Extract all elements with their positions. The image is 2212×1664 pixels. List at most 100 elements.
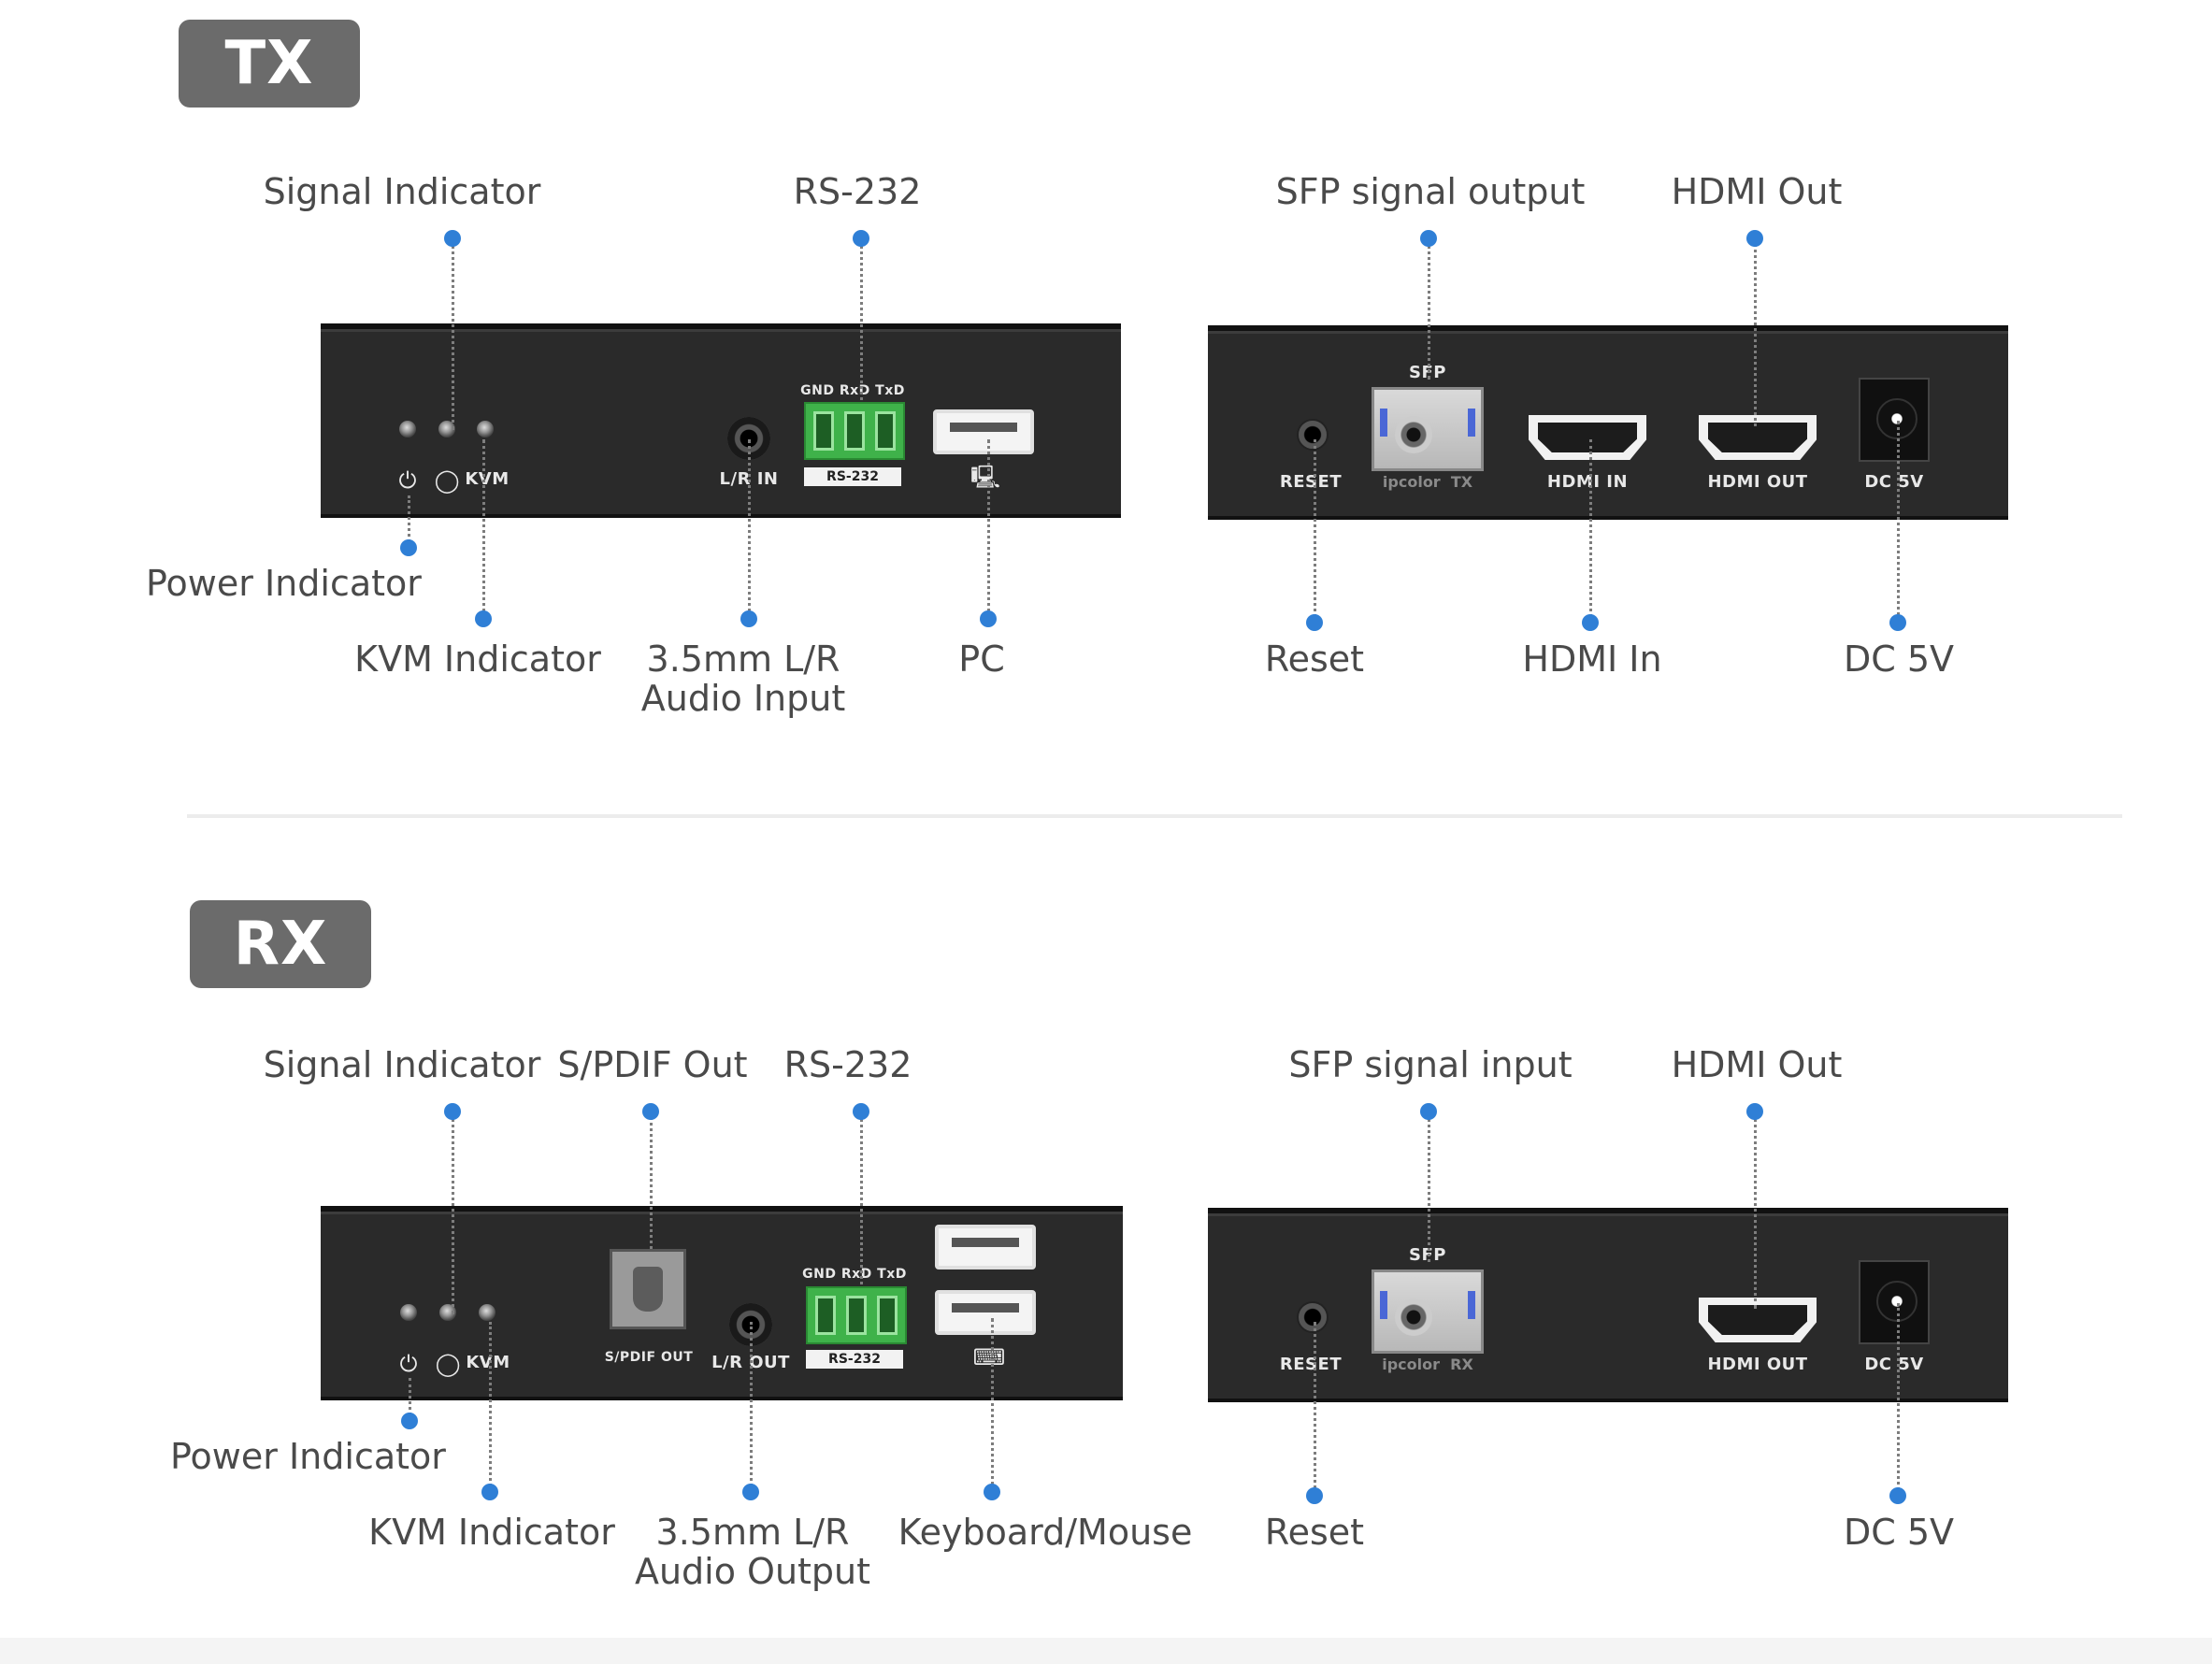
section-divider [187,814,2122,818]
tx-signal-indicator-label: Signal Indicator [263,171,541,212]
rx-hdmi-out-port [1699,1298,1817,1342]
tx-hdmi-in-callout: HDMI In [1522,638,1662,680]
tx-kvm-indicator-label: KVM Indicator [354,638,601,680]
rx-sfp-leader [1428,1112,1430,1262]
tx-rs232-plate: RS-232 [804,467,901,486]
rx-spdif-callout: S/PDIF Out [557,1044,748,1085]
power-icon: ⏻ [398,467,417,494]
signal-icon: ◯ [435,1351,461,1377]
keyboard-mouse-icon: ⌨ [972,1344,1006,1370]
rx-lr-out-label: L/R OUT [711,1353,790,1372]
rx-hdmi-out-dot [1746,1103,1763,1120]
tx-pc-dot [980,610,997,627]
pc-icon: 🖳 [970,464,1001,491]
rx-kvm-leader [489,1322,492,1492]
tx-reset-callout: Reset [1264,638,1365,680]
tx-kvm-label: KVM [465,469,510,489]
rx-dc5v-label: DC 5V [1864,1355,1924,1374]
tx-sfp-module-text: ipcolor TX [1382,473,1473,491]
rx-dc-dot [1889,1487,1906,1504]
rx-dc-leader [1897,1303,1900,1496]
rx-rs232-plate: RS-232 [806,1350,903,1369]
rx-spdif-label: S/PDIF OUT [604,1350,694,1365]
tx-sfp-module [1372,387,1484,471]
tx-power-indicator-label: Power Indicator [146,563,422,604]
tx-hdmi-in-leader [1589,439,1592,623]
tx-rs232-pin-labels: GND RxD TxD [800,383,905,398]
tx-hdmi-out-port [1699,415,1817,460]
rx-dc-socket [1859,1260,1930,1344]
rx-reset-callout: Reset [1264,1512,1365,1553]
tx-reset-button [1297,419,1329,451]
tx-kvm-led [477,421,494,438]
power-icon: ⏻ [399,1351,418,1377]
rx-sfp-dot [1420,1103,1437,1120]
rx-power-indicator-label: Power Indicator [170,1436,446,1477]
rx-power-led [400,1304,417,1321]
tx-usb-port [933,409,1034,454]
rx-kvm-dot [481,1484,498,1500]
rx-reset-dot [1306,1487,1323,1504]
tx-dc-dot [1889,614,1906,631]
rx-usb-port-2 [935,1290,1036,1335]
tx-signal-leader [452,239,454,430]
tx-lr-in-label: L/R IN [719,469,779,489]
rx-sfp-label: SFP [1409,1245,1446,1265]
rx-rs232-pin-labels: GND RxD TxD [802,1267,907,1282]
rx-rs232-callout: RS-232 [783,1044,912,1085]
tx-power-leader [408,495,410,548]
tx-rs232-dot [853,230,869,247]
tx-reset-label: RESET [1279,472,1343,492]
rx-hdmi-out-leader [1754,1112,1757,1309]
tx-hdmi-in-dot [1582,614,1599,631]
tx-hdmi-in-label: HDMI IN [1546,472,1629,492]
tx-rs232-leader [860,239,863,400]
rx-reset-label: RESET [1279,1355,1343,1374]
tx-sfp-label: SFP [1409,363,1446,382]
tx-pc-leader [987,439,990,619]
tx-audio-dot [740,610,757,627]
rx-spdif-dot [642,1103,659,1120]
rx-signal-leader [452,1112,454,1314]
rx-signal-dot [444,1103,461,1120]
signal-icon: ◯ [434,467,460,494]
rx-dc5v-callout: DC 5V [1843,1512,1955,1553]
tx-power-dot [400,539,417,556]
rx-sfp-input-label: SFP signal input [1288,1044,1573,1085]
rx-rs232-dot [853,1103,869,1120]
tx-badge: TX [179,20,360,108]
rx-kbm-leader [991,1318,994,1492]
rx-badge: RX [190,900,371,988]
tx-pc-label: PC [958,638,1005,680]
rx-kbm-dot [984,1484,1000,1500]
tx-kvm-dot [475,610,492,627]
rx-kvm-led [479,1304,496,1321]
tx-reset-dot [1306,614,1323,631]
rx-spdif-port [610,1249,686,1329]
tx-rs232-terminal [804,402,905,460]
tx-audio-input-label: 3.5mm L/R Audio Input [640,638,846,719]
rx-sfp-module [1372,1270,1484,1354]
rx-kvm-indicator-label: KVM Indicator [368,1512,615,1553]
rx-audio-dot [742,1484,759,1500]
tx-hdmi-out-leader [1754,239,1757,426]
tx-signal-dot [444,230,461,247]
rx-power-leader [409,1378,411,1421]
tx-dc5v-label: DC 5V [1864,472,1924,492]
tx-hdmi-in-port [1529,415,1646,460]
tx-dc5v-callout: DC 5V [1843,638,1955,680]
rx-sfp-module-text: ipcolor RX [1382,1356,1473,1373]
rx-reset-leader [1314,1322,1316,1496]
tx-dc-leader [1897,421,1900,623]
bottom-band [0,1638,2212,1664]
tx-kvm-leader [482,439,485,619]
tx-hdmi-out-label: HDMI OUT [1707,472,1808,492]
rx-audio-leader [750,1322,753,1492]
rx-hdmi-out-label: HDMI OUT [1707,1355,1808,1374]
rx-spdif-leader [650,1112,653,1249]
tx-sfp-dot [1420,230,1437,247]
tx-audio-leader [748,439,751,619]
rx-hdmi-out-callout: HDMI Out [1671,1044,1843,1085]
tx-reset-leader [1314,439,1316,623]
